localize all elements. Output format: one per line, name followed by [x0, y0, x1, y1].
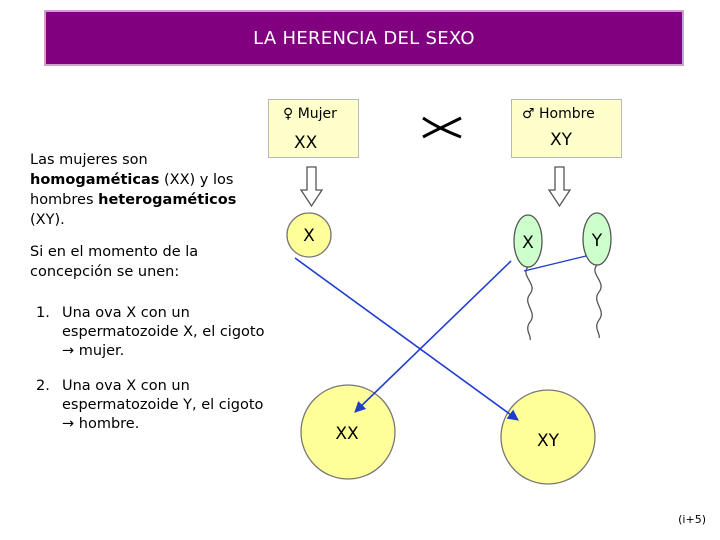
zygote-right-label: XY — [537, 431, 560, 451]
ovum-label: X — [303, 226, 315, 246]
footer-credit: (i+5) — [678, 513, 706, 526]
arrow-right-icon: → — [62, 343, 75, 359]
male-parent-box: ♂ Hombre XY — [511, 99, 622, 158]
female-parent-box: ♀ Mujer XX — [268, 99, 359, 158]
female-symbol-icon: ♀ — [283, 106, 294, 122]
list-item: 2. Una ova X con un espermatozoide Y, el… — [36, 378, 264, 432]
female-down-arrow — [299, 166, 324, 208]
zygote-left-label: XX — [335, 424, 359, 444]
list-item: 1. Una ova X con un espermatozoide X, el… — [36, 305, 265, 359]
homogametic-term: homogaméticas — [30, 172, 160, 188]
ovum-circle — [286, 212, 332, 258]
male-down-arrow — [547, 166, 572, 208]
zygote-right-circle — [500, 389, 596, 485]
sperm-x-tail — [525, 266, 533, 341]
zygote-left-circle — [300, 384, 396, 480]
sperm-x-label: X — [522, 233, 534, 253]
sperm-x-to-xx-arrow — [354, 260, 512, 413]
arrow-right-icon: → — [62, 416, 75, 432]
sperm-y-link-line — [523, 255, 587, 272]
ovum-to-xy-arrow — [294, 257, 519, 421]
page-title: LA HERENCIA DEL SEXO — [253, 27, 475, 49]
sperm-y-label: Y — [591, 231, 603, 251]
sperm-y-tail — [594, 264, 602, 339]
heterogametic-term: heterogaméticos — [98, 192, 237, 208]
cross-symbol — [422, 116, 462, 139]
male-genotype: XY — [550, 130, 573, 150]
title-bar: LA HERENCIA DEL SEXO — [44, 10, 684, 66]
female-genotype: XX — [294, 133, 318, 153]
female-label: ♀ Mujer — [283, 106, 337, 122]
male-symbol-icon: ♂ — [522, 106, 535, 122]
explanation-text: Las mujeres son homogaméticas (XX) y los… — [30, 150, 240, 294]
explanation-paragraph-2: Si en el momento de la concepción se une… — [30, 244, 199, 280]
male-label: ♂ Hombre — [522, 106, 595, 122]
union-list: 1. Una ova X con un espermatozoide X, el… — [36, 304, 266, 450]
explanation-paragraph-1: Las mujeres son homogaméticas (XX) y los… — [30, 152, 237, 228]
